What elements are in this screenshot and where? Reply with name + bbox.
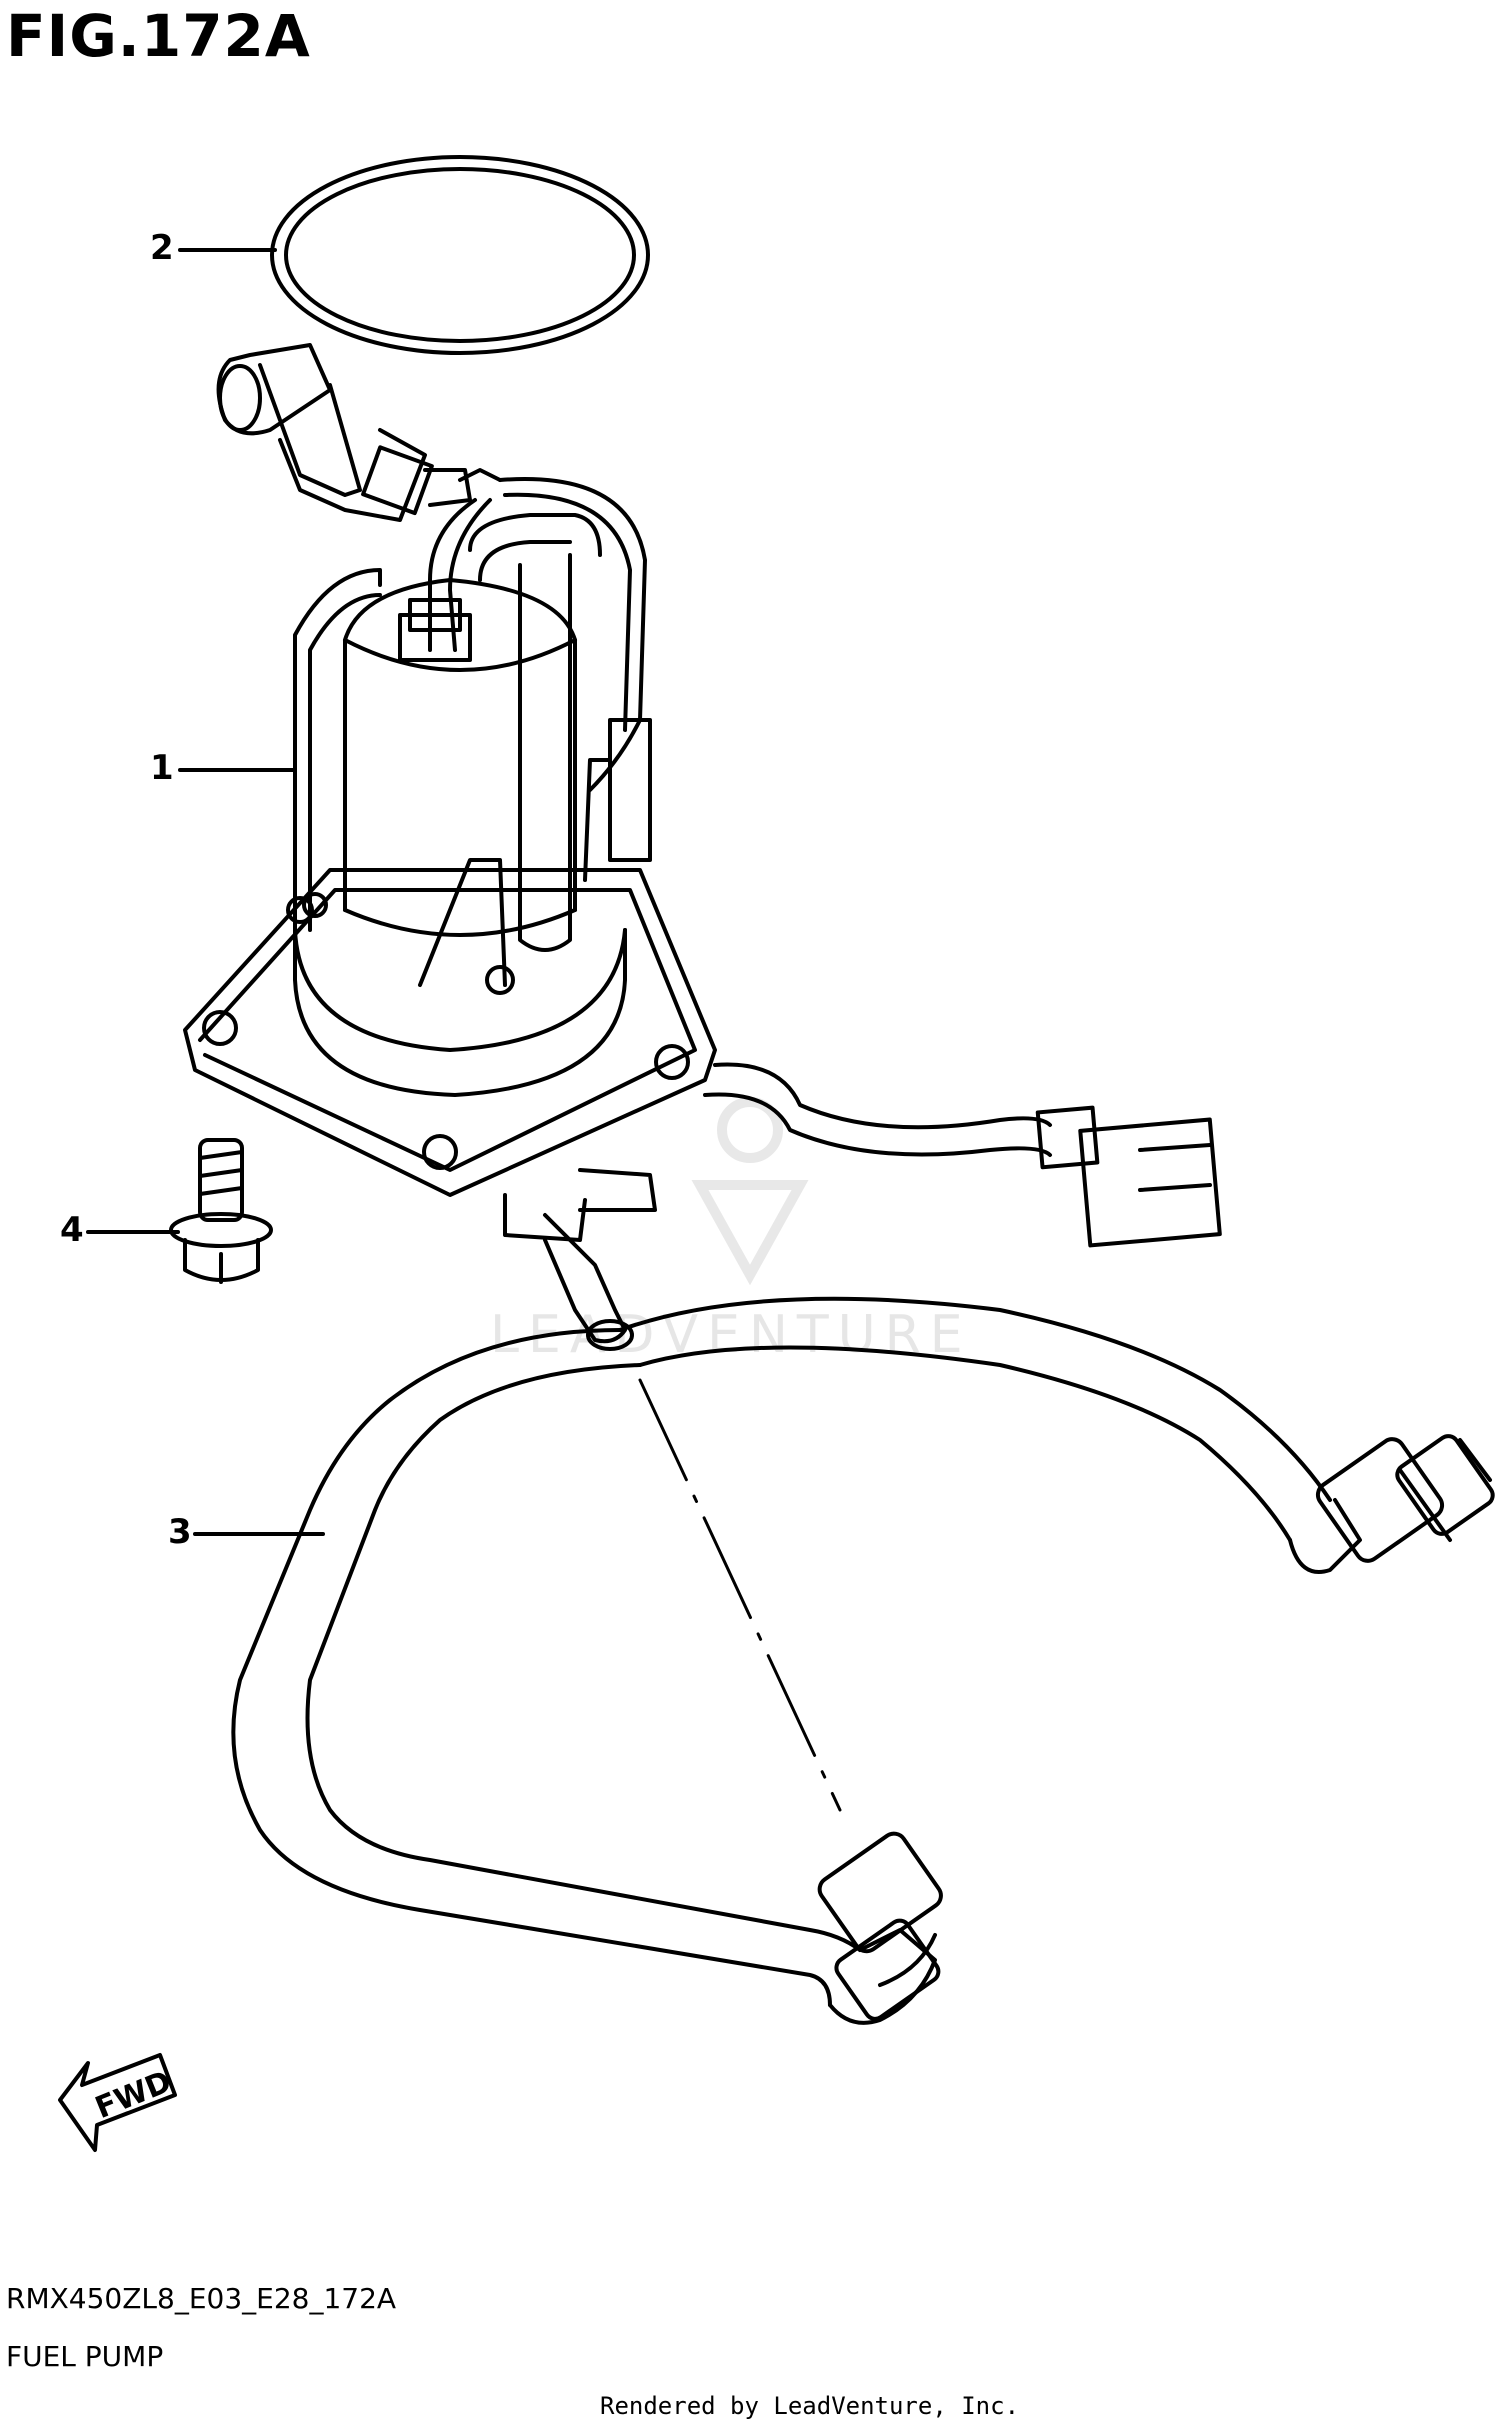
fwd-arrow-label: FWD [90, 2064, 176, 2126]
o-ring-part [270, 155, 650, 355]
fuel-pump-part [183, 343, 717, 1351]
part-name: FUEL PUMP [6, 2340, 164, 2373]
callout-number-3: 3 [168, 1512, 192, 1552]
alignment-centerline [638, 1378, 842, 1812]
watermark-text: LEADVENTURE [490, 1305, 972, 1365]
figure-title: FIG.172A [6, 2, 311, 70]
callout-number-1: 1 [150, 748, 174, 788]
fuel-hose-part [231, 1296, 1495, 2025]
watermark-logo [691, 1097, 809, 1286]
harness-coupler-part [703, 1062, 1222, 1248]
model-code: RMX450ZL8_E03_E28_172A [6, 2282, 397, 2315]
callout-number-4: 4 [60, 1210, 84, 1250]
render-credit: Rendered by LeadVenture, Inc. [600, 2392, 1020, 2420]
fwd-arrow-icon [58, 2053, 177, 2152]
callout-number-2: 2 [150, 228, 174, 268]
bolt-part [169, 1138, 273, 1284]
